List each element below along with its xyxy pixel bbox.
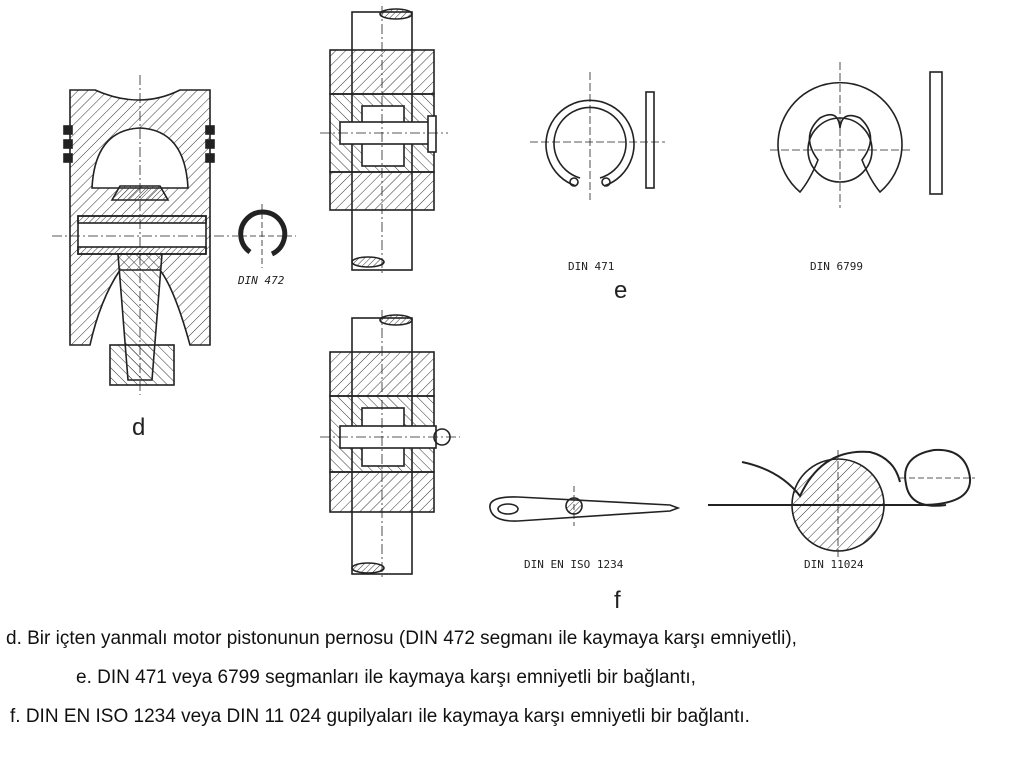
din6799-retaining-washer xyxy=(770,62,943,208)
caption-f: f. DIN EN ISO 1234 veya DIN 11 024 gupil… xyxy=(10,706,750,727)
din471-circlip xyxy=(530,72,665,200)
din472-circlip xyxy=(232,204,296,268)
piston-drawing xyxy=(52,75,230,395)
pin-assembly-f xyxy=(320,310,460,580)
cotter-pin xyxy=(489,486,681,526)
label-e: e xyxy=(614,277,627,304)
label-din472: DIN 472 xyxy=(237,274,285,287)
label-f: f xyxy=(614,587,621,614)
label-din6799: DIN 6799 xyxy=(810,260,863,273)
caption-d: d. Bir içten yanmalı motor pistonunun pe… xyxy=(6,628,797,649)
label-din11024: DIN 11024 xyxy=(804,558,864,571)
spring-cotter xyxy=(708,448,975,560)
label-din471: DIN 471 xyxy=(568,260,614,273)
label-d: d xyxy=(132,414,145,441)
pin-assembly-e xyxy=(320,6,448,275)
label-din-en-iso-1234: DIN EN ISO 1234 xyxy=(524,558,624,571)
caption-e: e. DIN 471 veya 6799 segmanları ile kaym… xyxy=(76,667,696,688)
